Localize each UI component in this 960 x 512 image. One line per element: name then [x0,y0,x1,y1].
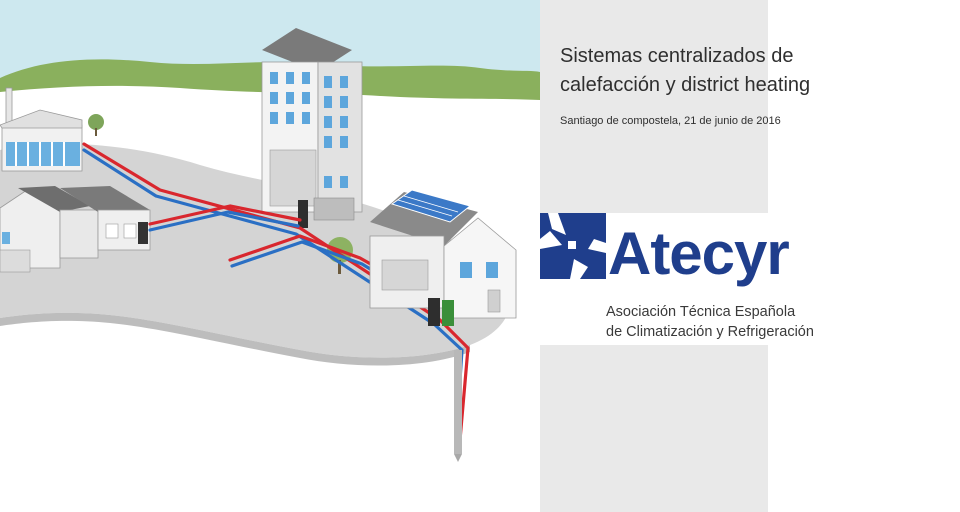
logo-wordmark: Atecyr [608,220,790,287]
house-with-solar [369,189,517,326]
page-title: Sistemas centralizados de calefacción y … [560,42,960,100]
geothermal-borehole [454,350,462,462]
ground-edge [0,312,470,366]
event-subtitle: Santiago de compostela, 21 de junio de 2… [560,115,781,127]
district-heating-illustration [0,0,540,462]
atecyr-emblem-icon [540,213,606,279]
factory [0,87,104,172]
side-panel: Sistemas centralizados de calefacción y … [540,0,814,512]
title-line-1: Sistemas centralizados de [560,45,794,67]
apartment-tower [261,28,363,228]
org-name-line-2: de Climatización y Refrigeración [606,324,814,340]
atecyr-logo: Atecyr Asociación Técnica Española de Cl… [540,213,814,345]
left-houses [0,186,151,273]
title-line-2: calefacción y district heating [560,74,811,96]
org-name-line-1: Asociación Técnica Española [606,304,796,320]
